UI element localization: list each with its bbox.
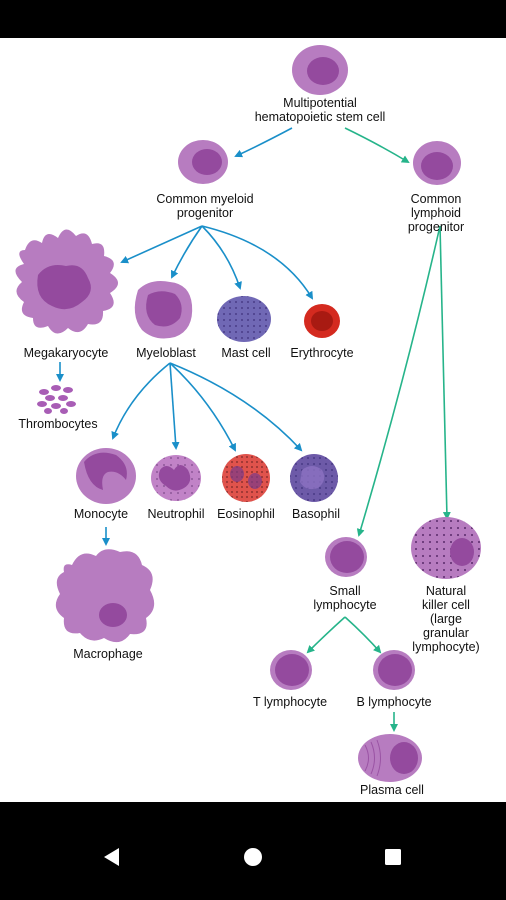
arrow-myeloblast-to-neutrophil [169,362,180,450]
arrow-stem-to-lymphoid [344,127,410,164]
arrow-myeloid-to-megakaryocyte [120,225,203,264]
label-eosinophil: Eosinophil [217,507,275,521]
plasma-cell [358,734,422,782]
label-mast-cell: Mast cell [221,346,271,360]
arrow-small-to-b [344,616,382,654]
common-lymphoid-cell [413,141,461,185]
diagram-area: Multipotential hematopoietic stem cell C… [0,38,506,802]
arrow-myeloblast-to-eosinophil [169,362,236,452]
recents-icon[interactable] [378,842,408,872]
arrow-myeloid-to-erythrocyte [201,225,314,300]
myeloid-arrows [56,127,314,546]
erythrocyte-cell [304,304,340,338]
eosinophil-cell [222,454,270,502]
mast-cell [217,296,271,342]
navigation-bar [0,802,506,900]
small-lymphocyte-cell [325,537,367,577]
label-thrombocytes: Thrombocytes [18,417,98,431]
basophil-cell [290,454,338,502]
arrow-stem-to-myeloid [234,127,293,158]
label-common-myeloid: Common myeloid progenitor [156,192,254,220]
label-neutrophil: Neutrophil [147,507,205,521]
label-stem-cell: Multipotential hematopoietic stem cell [254,96,386,124]
common-myeloid-cell [178,140,228,184]
myeloblast-cell [134,281,193,339]
label-common-lymphoid: Common lymphoid progenitor [407,192,465,234]
arrow-small-to-t [306,616,346,654]
arrow-myeloid-to-mastcell [201,225,242,290]
megakaryocyte-cell [15,229,118,334]
t-lymphocyte-cell [270,650,312,690]
label-small-lymphocyte: Small lymphocyte [313,584,377,612]
neutrophil-cell [151,455,201,501]
home-icon[interactable] [238,842,268,872]
natural-killer-cell [411,517,481,579]
b-lymphocyte-cell [373,650,415,690]
arrow-myeloblast-to-basophil [169,362,303,452]
label-erythrocyte: Erythrocyte [290,346,354,360]
stem-cell [292,45,348,95]
arrow-myeloblast-to-monocyte [111,362,171,440]
monocyte-cell [76,448,136,504]
label-myeloblast: Myeloblast [136,346,196,360]
arrow-lymphoid-to-nk [439,225,451,520]
status-bar [0,0,506,38]
macrophage-cell [55,549,155,643]
label-b-lymphocyte: B lymphocyte [356,695,432,709]
label-basophil: Basophil [292,507,340,521]
label-monocyte: Monocyte [73,507,129,521]
thrombocytes-cells [37,385,76,414]
lymphoid-arrows [306,127,451,732]
label-plasma-cell: Plasma cell [360,783,424,797]
label-t-lymphocyte: T lymphocyte [252,695,328,709]
label-megakaryocyte: Megakaryocyte [23,346,109,360]
label-macrophage: Macrophage [73,647,143,661]
arrow-myeloid-to-myeloblast [170,225,203,279]
back-icon[interactable] [97,842,127,872]
arrow-lymphoid-to-small [356,225,441,537]
hematopoiesis-diagram [15,45,481,782]
label-natural-killer: Natural killer cell (large granular lymp… [412,584,480,654]
